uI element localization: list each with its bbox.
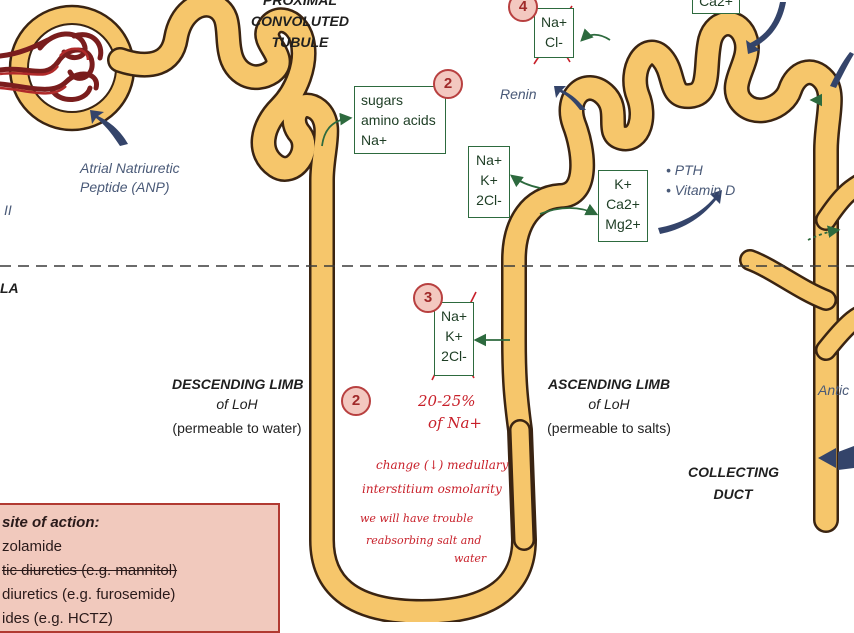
glomerulus-highlights	[0, 47, 90, 95]
collecting-duct-title-2: DUCT	[713, 486, 753, 502]
thin-ascending-box: Na+ K+ 2Cl-	[434, 302, 474, 376]
handwritten-note1-line2: interstitium osmolarity	[362, 482, 502, 496]
dct-upper-box: Na+ Cl-	[534, 8, 574, 58]
thin-item-cl: 2Cl-	[441, 348, 467, 364]
site-of-action-legend: site of action: zolamide tic diuretics (…	[0, 503, 280, 633]
pth-label: • PTH	[666, 162, 703, 178]
anp-label-line2: Peptide (ANP)	[80, 179, 170, 195]
handwritten-note2-line3: water	[454, 552, 487, 565]
left-edge-la: LA	[0, 280, 19, 296]
legend-item-3: diuretics (e.g. furosemide)	[2, 586, 176, 603]
handwritten-of-na: of Na+	[428, 414, 482, 432]
badge-dct: 4	[508, 0, 538, 22]
badge-thin-ascending: 3	[413, 283, 443, 313]
vitamin-d-label: • Vitamin D	[666, 182, 736, 198]
legend-item-2: tic diuretics (e.g. mannitol)	[2, 562, 178, 579]
ascending-limb-title: ASCENDING LIMB	[547, 376, 671, 392]
top-right-item-ca: Ca2+	[699, 0, 733, 9]
anp-label-line1: Atrial Natriuretic	[80, 160, 180, 176]
handwritten-note2-line1: we will have trouble	[360, 512, 474, 525]
legend-title: site of action:	[2, 514, 100, 531]
thin-item-k: K+	[445, 328, 463, 344]
ascending-limb-note: (permeable to salts)	[547, 420, 671, 436]
legend-item-1: zolamide	[2, 538, 63, 555]
pct-item-sodium: Na+	[361, 132, 388, 148]
glomerulus-capillaries	[0, 31, 104, 102]
reabsorption-arrows	[321, 28, 841, 347]
top-right-calcium-box: Ca2+	[692, 0, 740, 14]
renin-label: Renin	[500, 86, 537, 102]
dct-calcium-box: K+ Ca2+ Mg2+	[598, 170, 648, 242]
pct-title: PROXIMAL CONVOLUTED TUBULE	[251, 0, 349, 50]
thin-item-na: Na+	[440, 308, 468, 324]
left-edge-ii: II	[4, 202, 12, 218]
dct-item-ca: Ca2+	[606, 196, 640, 212]
descending-limb-note: (permeable to water)	[172, 420, 302, 436]
handwritten-percent: 20-25%	[418, 392, 476, 410]
thick-item-na: Na+	[475, 152, 503, 168]
handwritten-note1-line1: change (↓) medullary	[376, 458, 509, 472]
nephron-tubule	[107, 0, 854, 622]
descending-limb-title: DESCENDING LIMB	[172, 376, 304, 392]
pct-item-sugars: sugars	[361, 92, 404, 108]
dct-item-k: K+	[614, 176, 632, 192]
legend-item-4: ides (e.g. HCTZ)	[2, 610, 113, 627]
right-edge-antic: Antic	[818, 382, 850, 398]
dct-item-mg: Mg2+	[605, 216, 641, 232]
handwritten-note2-line2: reabsorbing salt and	[366, 534, 482, 547]
dct-item-cl: Cl-	[545, 34, 563, 50]
collecting-duct-title-1: COLLECTING	[688, 464, 779, 480]
thick-item-k: K+	[480, 172, 498, 188]
badge-pct: 2	[433, 69, 463, 99]
descending-limb-of: of LoH	[216, 396, 258, 412]
ascending-limb-of: of LoH	[588, 396, 630, 412]
thick-ascending-box: Na+ K+ 2Cl-	[468, 146, 510, 218]
thick-item-cl: 2Cl-	[476, 192, 502, 208]
pct-item-amino-acids: amino acids	[361, 112, 436, 128]
badge-descending: 2	[341, 386, 371, 416]
hormone-arrows	[90, 2, 854, 470]
dct-item-na: Na+	[540, 14, 568, 30]
pct-reabsorption-box: sugars amino acids Na+	[354, 86, 446, 154]
